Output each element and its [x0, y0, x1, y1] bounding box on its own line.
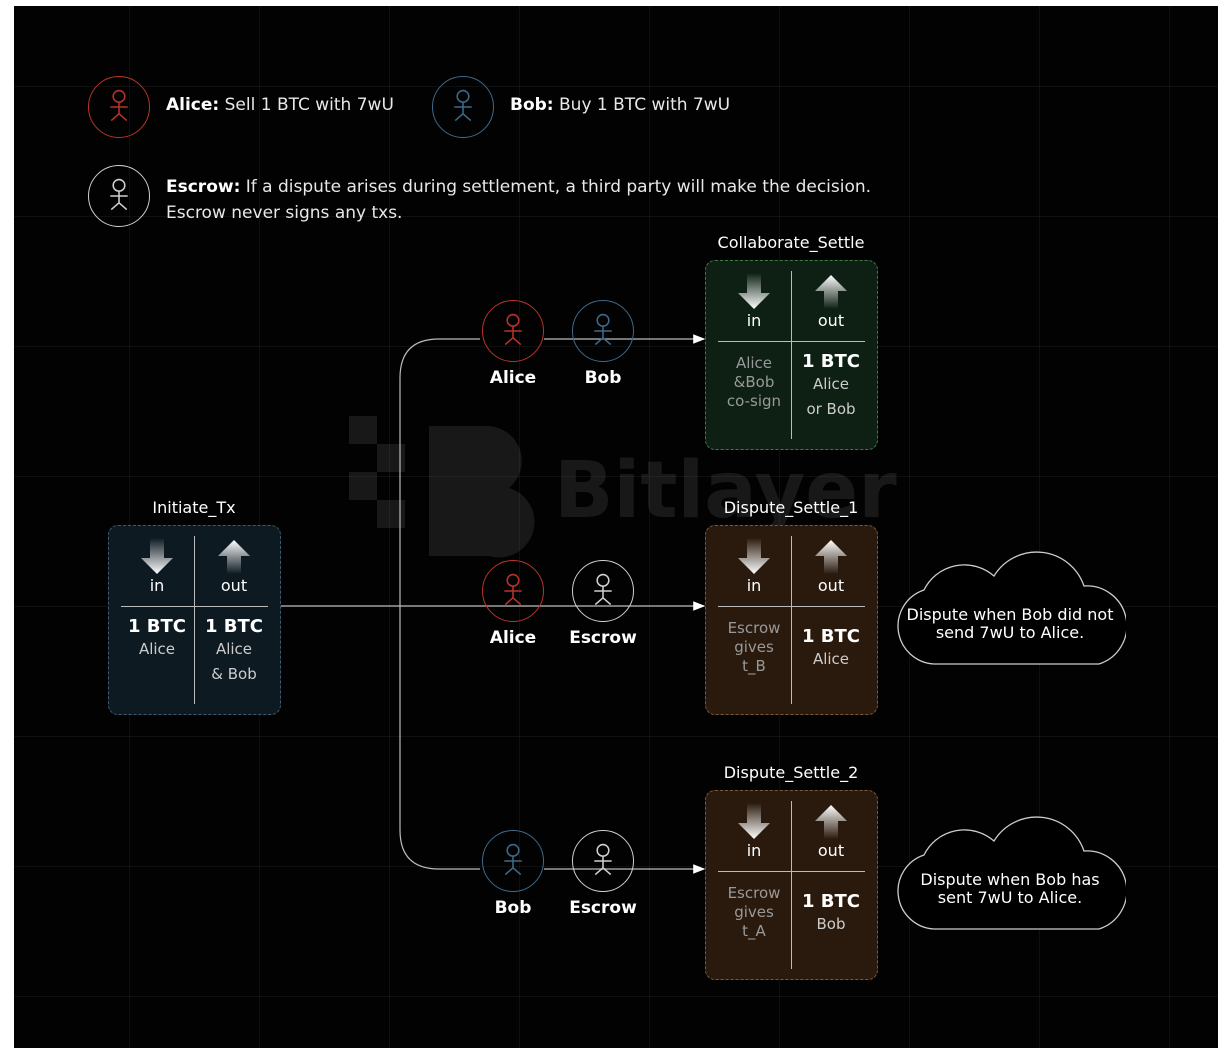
node-title-dispute2: Dispute_Settle_2 — [723, 763, 859, 782]
legend-escrow-desc2: Escrow never signs any txs. — [166, 203, 403, 223]
out-owner: Alice — [812, 650, 850, 668]
in-owner: Alice — [138, 640, 176, 658]
out-label: out — [220, 576, 248, 595]
in-note: t_B — [742, 657, 766, 675]
arrow-up-icon — [814, 271, 848, 311]
out-owner: & Bob — [211, 665, 257, 683]
in-amount: 1 BTC — [128, 616, 186, 637]
alice-avatar-icon — [482, 560, 544, 622]
out-owner: or Bob — [806, 400, 856, 418]
node-title-dispute1: Dispute_Settle_1 — [723, 498, 859, 517]
out-owner: Alice — [812, 375, 850, 393]
in-note: gives — [734, 903, 774, 921]
bob-avatar-icon — [572, 300, 634, 362]
legend-alice-desc: Sell 1 BTC with 7wU — [224, 95, 394, 115]
legend-escrow-name: Escrow: — [166, 177, 241, 197]
cloud-callout-icon — [897, 551, 1126, 665]
out-label: out — [817, 576, 845, 595]
signer-label: Alice — [489, 368, 537, 388]
out-label: out — [817, 841, 845, 860]
out-amount: 1 BTC — [205, 616, 263, 637]
legend-bob-desc: Buy 1 BTC with 7wU — [559, 95, 731, 115]
legend-alice-name: Alice: — [166, 95, 220, 115]
legend-escrow-desc: If a dispute arises during settlement, a… — [245, 177, 872, 197]
escrow-avatar-icon — [572, 830, 634, 892]
arrow-up-icon — [217, 536, 251, 576]
in-note: t_A — [742, 922, 766, 940]
in-note: gives — [734, 638, 774, 656]
out-label: out — [817, 311, 845, 330]
node-title-collab: Collaborate_Settle — [717, 233, 865, 252]
legend-bob-name: Bob: — [510, 95, 554, 115]
in-note: Escrow — [727, 619, 781, 637]
out-amount: 1 BTC — [802, 351, 860, 372]
in-label: in — [746, 311, 762, 330]
in-label: in — [746, 841, 762, 860]
node-title-initiate: Initiate_Tx — [152, 498, 236, 517]
cloud-callout-icon — [897, 816, 1126, 930]
signer-label: Bob — [584, 368, 622, 388]
signer-label: Bob — [494, 898, 532, 918]
legend-escrow: Escrow: If a dispute arises during settl… — [166, 174, 871, 226]
arrow-down-icon — [737, 801, 771, 841]
escrow-avatar-icon — [572, 560, 634, 622]
alice-avatar-icon — [88, 76, 150, 138]
in-note: Alice — [735, 354, 773, 372]
alice-avatar-icon — [482, 300, 544, 362]
in-label: in — [149, 576, 165, 595]
cloud-line: Dispute when Bob did not — [906, 605, 1114, 624]
in-note: co-sign — [726, 392, 782, 410]
bob-avatar-icon — [432, 76, 494, 138]
arrow-down-icon — [737, 271, 771, 311]
in-note: Escrow — [727, 884, 781, 902]
node-initiate-tx: in out 1 BTC Alice 1 BTC Alice & Bob — [108, 525, 281, 715]
signer-label: Escrow — [569, 898, 637, 918]
arrow-up-icon — [814, 536, 848, 576]
legend-bob: Bob: Buy 1 BTC with 7wU — [510, 95, 730, 115]
escrow-avatar-icon — [88, 165, 150, 227]
out-owner: Alice — [215, 640, 253, 658]
arrow-down-icon — [140, 536, 174, 576]
diagram-canvas: Bitlayer Alice: Sell 1 BTC with 7wU Bob:… — [14, 6, 1218, 1048]
cloud-line: send 7wU to Alice. — [935, 623, 1085, 642]
arrow-down-icon — [737, 536, 771, 576]
bob-avatar-icon — [482, 830, 544, 892]
signer-label: Escrow — [569, 628, 637, 648]
out-owner: Bob — [816, 915, 846, 933]
in-note: &Bob — [733, 373, 775, 391]
arrow-up-icon — [814, 801, 848, 841]
legend-alice: Alice: Sell 1 BTC with 7wU — [166, 95, 394, 115]
in-label: in — [746, 576, 762, 595]
out-amount: 1 BTC — [802, 626, 860, 647]
cloud-line: Dispute when Bob has — [920, 870, 1100, 889]
signer-label: Alice — [489, 628, 537, 648]
watermark-text: Bitlayer — [554, 446, 897, 536]
out-amount: 1 BTC — [802, 891, 860, 912]
cloud-line: sent 7wU to Alice. — [937, 888, 1083, 907]
